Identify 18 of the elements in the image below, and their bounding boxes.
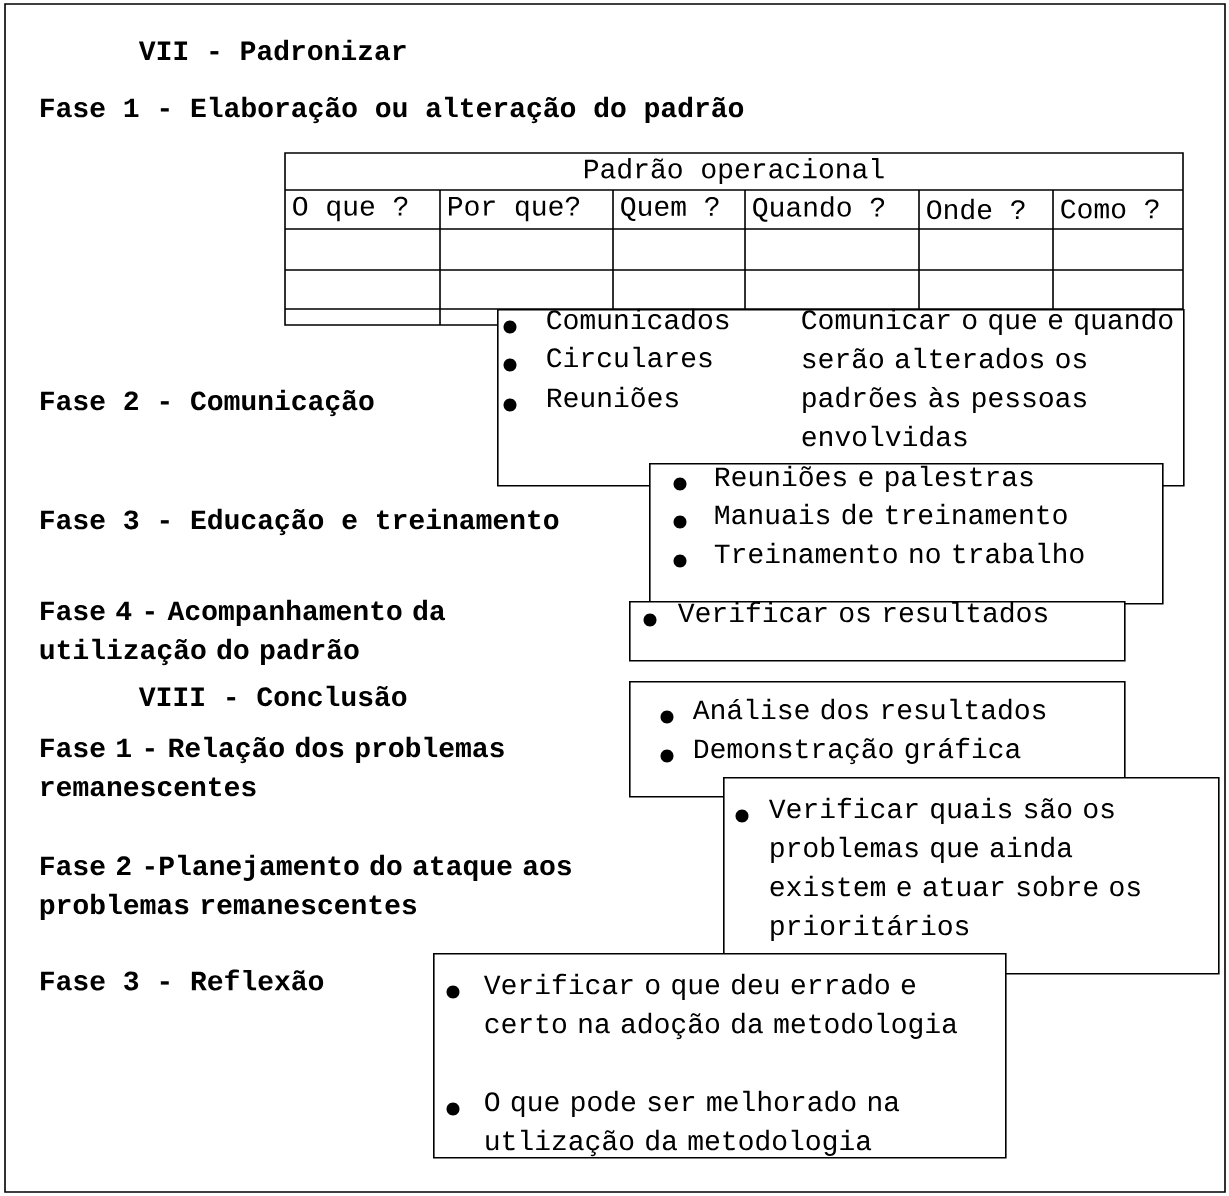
heading: Fase 2 - Comunicação — [41, 389, 374, 417]
heading: Fase 4 - Acompanhamento da utilização do padrão — [40, 599, 446, 666]
heading: Fase 1 - Elaboração ou alteração do padrão — [41, 96, 744, 124]
text-box: Verificar os resultados — [629, 601, 1126, 662]
heading: Fase 2 -Planejamento do ataque aos problemas remanescentes — [40, 854, 571, 920]
column-header: O que ? — [293, 196, 408, 222]
column-header: Onde ? — [927, 198, 1025, 220]
table-title: Padrão operacional — [585, 157, 884, 185]
text-box: Verificar o que deu errado e certo na adoção da metodologia O que pode ser melhorado na utlização da metodologia — [433, 953, 1007, 1159]
column-header: Quando ? — [753, 196, 885, 222]
heading: Fase 3 - Reflexão — [41, 969, 324, 991]
column-header: Por que? — [449, 196, 580, 222]
heading: VIII - Conclusão — [138, 685, 407, 707]
column-header: Quem ? — [621, 197, 719, 221]
heading: Fase 1 - Relação dos problemas remanescentes — [41, 736, 504, 797]
heading: Fase 3 - Educação e treinamento — [41, 508, 559, 536]
heading: VII - Padronizar — [138, 39, 406, 61]
column-header: Como ? — [1061, 199, 1159, 219]
